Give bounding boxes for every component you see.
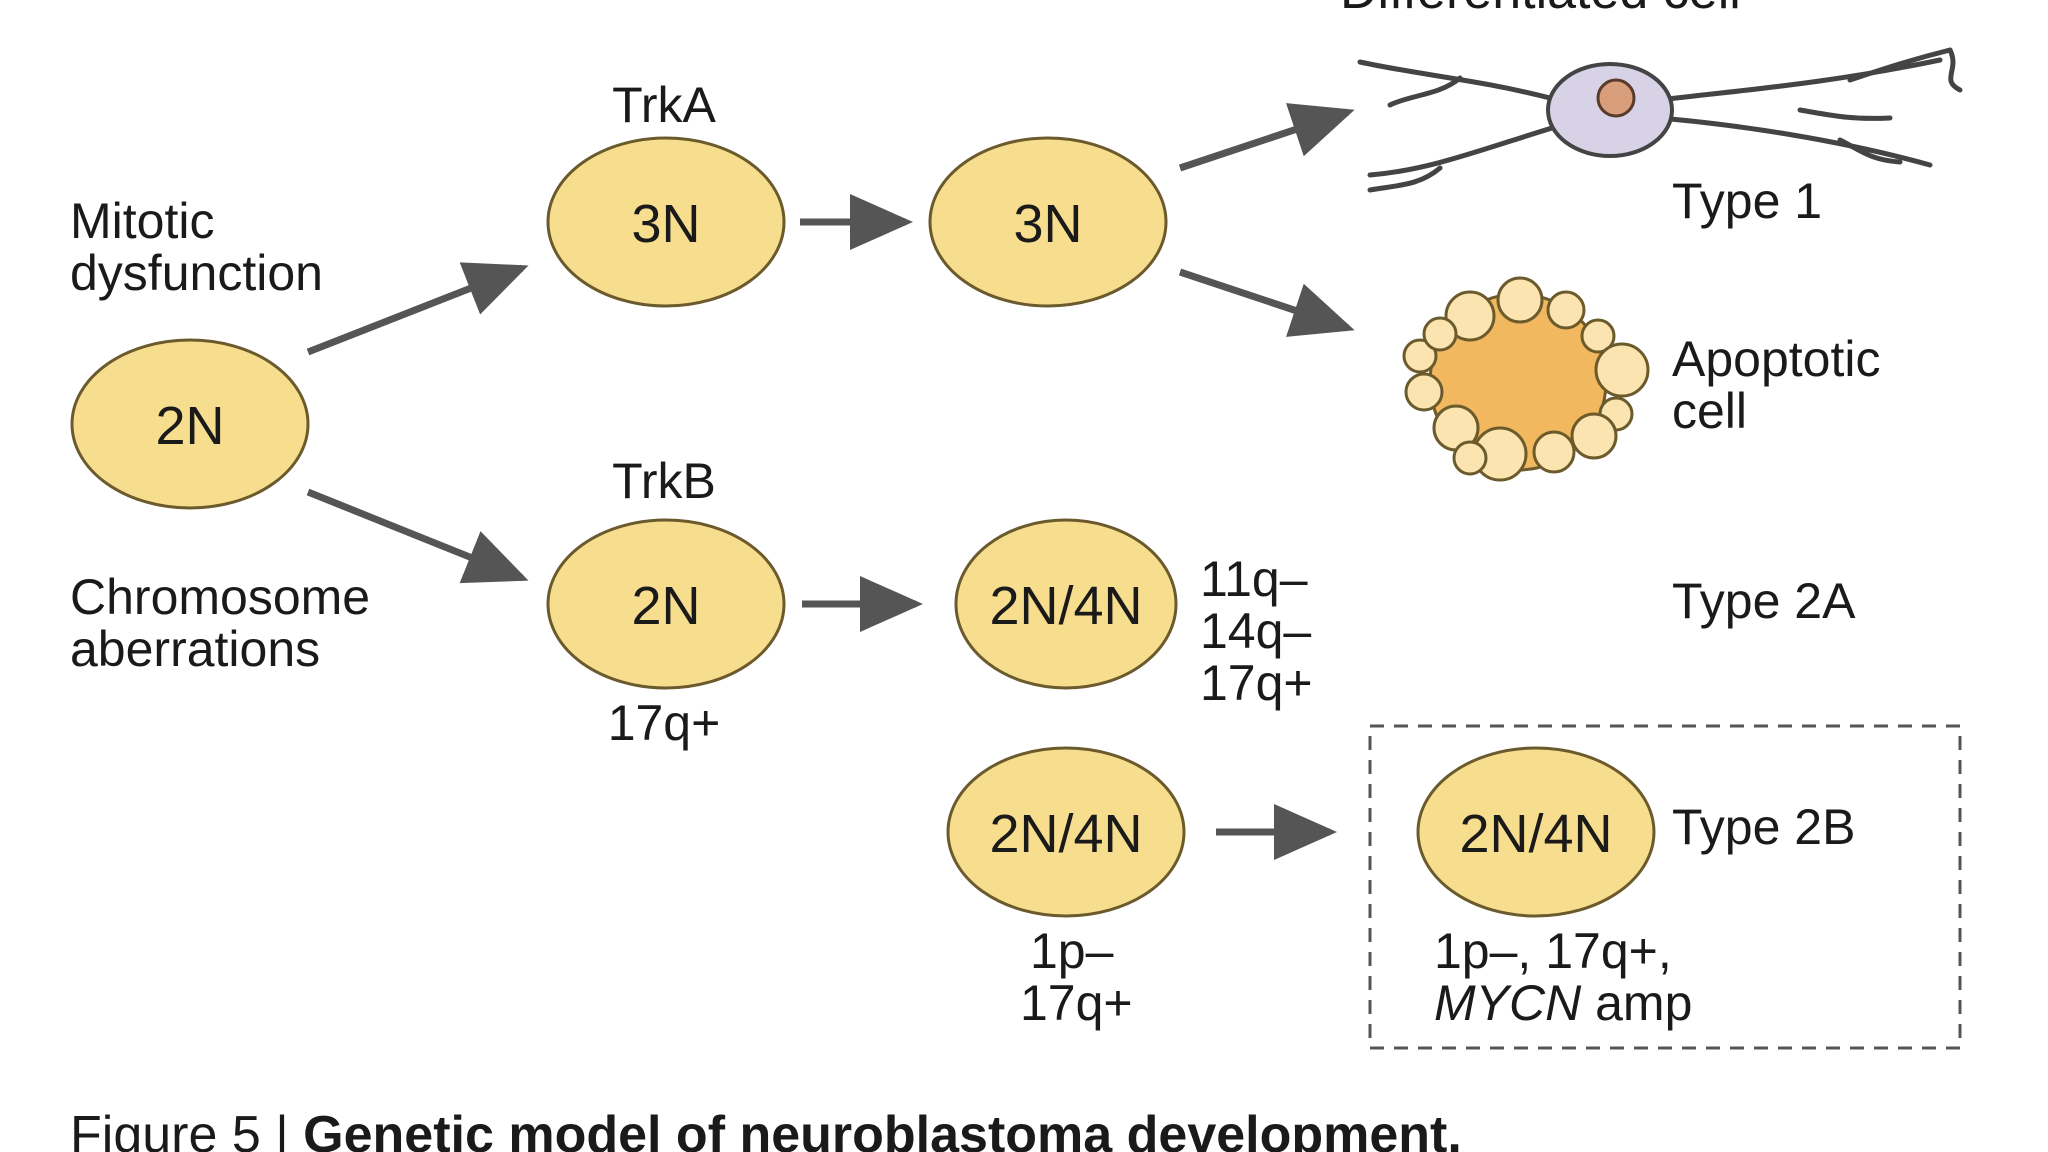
trka-label: TrkA bbox=[612, 77, 716, 133]
cell-origin bbox=[70, 338, 310, 510]
cell-trka-label: 3N bbox=[631, 194, 700, 254]
amp-text: amp bbox=[1581, 975, 1692, 1031]
apoptotic-cell-icon bbox=[1402, 276, 1650, 482]
type2b-annotation-line2: MYCN amp bbox=[1434, 975, 1692, 1031]
apoptotic-label-line1: Apoptotic bbox=[1672, 331, 1880, 387]
cell-trkb-next bbox=[954, 518, 1178, 690]
type2b-annotation-line1: 1p–, 17q+, bbox=[1434, 923, 1672, 979]
type2a-annotation-14q: 14q– bbox=[1200, 603, 1311, 659]
neuron-icon bbox=[1357, 47, 1963, 193]
cell-trka bbox=[546, 136, 786, 308]
type2b-label: Type 2B bbox=[1672, 799, 1855, 855]
arrow-3n-to-apoptotic bbox=[1178, 268, 1355, 337]
cell-type2b-label: 2N/4N bbox=[1459, 804, 1612, 864]
figure-caption: Figure 5 | Genetic model of neuroblastom… bbox=[70, 1106, 1462, 1152]
differentiated-cell-label: Differentiated cell bbox=[1340, 0, 1741, 20]
mycn-gene: MYCN bbox=[1434, 975, 1582, 1031]
mitotic-label-line1: Mitotic bbox=[70, 193, 214, 249]
cell-trkb-next-label: 2N/4N bbox=[989, 576, 1142, 636]
cell-trkb-label: 2N bbox=[631, 576, 700, 636]
caption-title: Genetic model of neuroblastoma developme… bbox=[303, 1106, 1462, 1152]
trkb-17q-annotation: 17q+ bbox=[608, 695, 721, 751]
type1-label: Type 1 bbox=[1672, 173, 1822, 229]
type2b-dashed-box bbox=[1368, 724, 1962, 1050]
cell-trka-next bbox=[928, 136, 1168, 308]
cell-type2b bbox=[1416, 746, 1656, 918]
cell-lower bbox=[946, 746, 1186, 918]
arrow-3n-to-neuron bbox=[1178, 103, 1355, 172]
arrow-origin-to-trkb bbox=[306, 488, 529, 584]
cells bbox=[70, 136, 1656, 918]
type2a-annotation-17q: 17q+ bbox=[1200, 655, 1313, 711]
neuron-nucleus bbox=[1596, 78, 1636, 118]
mitotic-label-line2: dysfunction bbox=[70, 245, 323, 301]
cell-trkb bbox=[546, 518, 786, 690]
trkb-label: TrkB bbox=[612, 453, 716, 509]
lower-annotation-17q: 17q+ bbox=[1020, 975, 1133, 1031]
arrows bbox=[306, 103, 1355, 860]
chromosome-label-line1: Chromosome bbox=[70, 569, 370, 625]
arrow-origin-to-trka bbox=[306, 262, 529, 356]
caption-prefix: Figure 5 | bbox=[70, 1106, 303, 1152]
type2a-annotation-11q: 11q– bbox=[1200, 551, 1308, 607]
chromosome-label-line2: aberrations bbox=[70, 621, 320, 677]
lower-annotation-1p: 1p– bbox=[1030, 923, 1114, 979]
cell-lower-label: 2N/4N bbox=[989, 804, 1142, 864]
type2a-label: Type 2A bbox=[1672, 573, 1856, 629]
cell-trka-next-label: 3N bbox=[1013, 194, 1082, 254]
apoptotic-label-line2: cell bbox=[1672, 383, 1747, 439]
cell-origin-label: 2N bbox=[155, 396, 224, 456]
